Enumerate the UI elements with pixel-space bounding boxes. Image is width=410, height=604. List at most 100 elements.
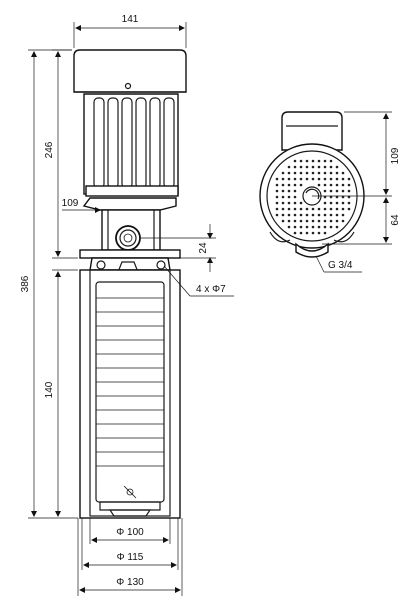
grille-hole bbox=[329, 189, 333, 193]
dim-motor-width: 141 bbox=[122, 14, 139, 25]
grille-hole bbox=[305, 213, 309, 217]
grille-hole bbox=[305, 219, 309, 223]
grille-hole bbox=[329, 165, 333, 169]
grille-hole bbox=[305, 159, 309, 163]
grille-hole bbox=[323, 201, 327, 205]
grille-hole bbox=[281, 177, 285, 181]
grille-hole bbox=[323, 171, 327, 175]
grille-hole bbox=[287, 207, 291, 211]
pump-column bbox=[79, 269, 181, 519]
grille-hole bbox=[299, 207, 303, 211]
grille-hole bbox=[323, 213, 327, 217]
grille-hole bbox=[293, 159, 297, 163]
coupling-bracket bbox=[82, 197, 177, 251]
grille-hole bbox=[347, 177, 351, 181]
dim-top-lower: 64 bbox=[390, 214, 401, 226]
grille-hole bbox=[293, 225, 297, 229]
grille-hole bbox=[287, 195, 291, 199]
grille-hole bbox=[305, 207, 309, 211]
dim-thread: G 3/4 bbox=[328, 260, 353, 271]
grille-hole bbox=[311, 165, 315, 169]
dim-bolt-holes: 4 x Φ7 bbox=[196, 284, 226, 295]
grille-hole bbox=[275, 201, 279, 205]
grille-hole bbox=[329, 207, 333, 211]
grille-hole bbox=[335, 207, 339, 211]
grille-hole bbox=[341, 213, 345, 217]
dim-outlet-offset: 24 bbox=[198, 242, 209, 254]
grille-hole bbox=[341, 195, 345, 199]
grille-hole bbox=[299, 177, 303, 181]
grille-hole bbox=[347, 201, 351, 205]
grille-hole bbox=[293, 201, 297, 205]
grille-hole bbox=[293, 183, 297, 187]
grille-hole bbox=[323, 225, 327, 229]
grille-hole bbox=[281, 171, 285, 175]
grille-hole bbox=[311, 213, 315, 217]
grille-hole bbox=[287, 219, 291, 223]
dim-top-upper: 109 bbox=[390, 147, 401, 164]
side-dimensions: 141 386 246 109 24 140 4 x Φ7 Φ 100 bbox=[20, 14, 234, 596]
fan-grille bbox=[275, 159, 351, 235]
grille-hole bbox=[335, 177, 339, 181]
grille-hole bbox=[341, 189, 345, 193]
grille-hole bbox=[293, 171, 297, 175]
grille-hole bbox=[299, 165, 303, 169]
grille-hole bbox=[323, 219, 327, 223]
grille-hole bbox=[335, 225, 339, 229]
grille-hole bbox=[335, 171, 339, 175]
grille-hole bbox=[287, 177, 291, 181]
grille-hole bbox=[317, 213, 321, 217]
grille-hole bbox=[329, 195, 333, 199]
grille-hole bbox=[341, 201, 345, 205]
grille-hole bbox=[299, 159, 303, 163]
grille-hole bbox=[341, 177, 345, 181]
mounting-flange bbox=[79, 249, 181, 279]
grille-hole bbox=[329, 201, 333, 205]
grille-hole bbox=[347, 189, 351, 193]
grille-hole bbox=[335, 189, 339, 193]
grille-hole bbox=[287, 213, 291, 217]
grille-hole bbox=[299, 213, 303, 217]
grille-hole bbox=[293, 231, 297, 235]
side-view bbox=[73, 49, 187, 519]
grille-hole bbox=[317, 231, 321, 235]
grille-hole bbox=[299, 201, 303, 205]
grille-hole bbox=[275, 177, 279, 181]
grille-hole bbox=[329, 159, 333, 163]
motor-housing bbox=[73, 49, 187, 197]
grille-hole bbox=[311, 219, 315, 223]
grille-hole bbox=[281, 213, 285, 217]
grille-hole bbox=[275, 183, 279, 187]
grille-hole bbox=[311, 225, 315, 229]
grille-hole bbox=[293, 195, 297, 199]
grille-hole bbox=[287, 183, 291, 187]
grille-hole bbox=[299, 225, 303, 229]
grille-hole bbox=[323, 195, 327, 199]
dim-column-height: 140 bbox=[44, 381, 55, 398]
grille-hole bbox=[293, 165, 297, 169]
grille-hole bbox=[293, 207, 297, 211]
grille-hole bbox=[311, 207, 315, 211]
grille-hole bbox=[317, 207, 321, 211]
grille-hole bbox=[293, 189, 297, 193]
grille-hole bbox=[329, 183, 333, 187]
grille-hole bbox=[323, 231, 327, 235]
grille-hole bbox=[317, 183, 321, 187]
grille-hole bbox=[293, 213, 297, 217]
grille-hole bbox=[305, 231, 309, 235]
grille-hole bbox=[335, 201, 339, 205]
grille-hole bbox=[335, 183, 339, 187]
grille-hole bbox=[317, 219, 321, 223]
dim-dia-115: Φ 115 bbox=[117, 552, 144, 563]
grille-hole bbox=[317, 159, 321, 163]
grille-hole bbox=[335, 219, 339, 223]
dim-overall-height: 386 bbox=[20, 275, 31, 292]
grille-hole bbox=[287, 201, 291, 205]
grille-hole bbox=[281, 189, 285, 193]
grille-hole bbox=[311, 171, 315, 175]
grille-hole bbox=[317, 177, 321, 181]
grille-hole bbox=[281, 207, 285, 211]
grille-hole bbox=[323, 189, 327, 193]
grille-hole bbox=[293, 177, 297, 181]
